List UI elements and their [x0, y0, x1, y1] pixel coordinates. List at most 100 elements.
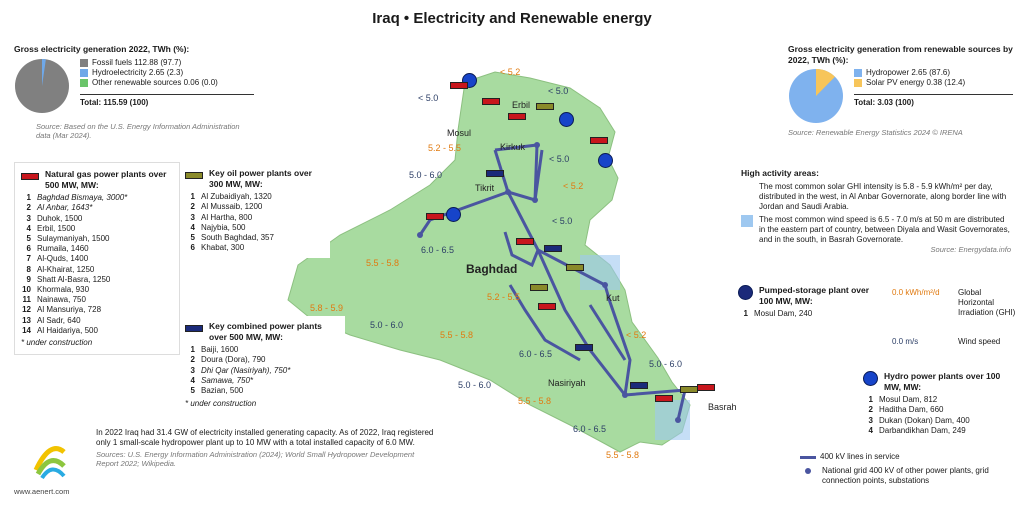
- legend-item: Hydropower 2.65 (87.6): [854, 68, 1013, 78]
- gross-generation-title: Gross electricity generation 2022, TWh (…: [14, 44, 190, 54]
- city-mosul: Mosul: [447, 128, 472, 138]
- info-source: Sources: U.S. Energy Information Adminis…: [96, 450, 415, 469]
- info-text: In 2022 Iraq had 31.4 GW of electricity …: [96, 428, 434, 447]
- combined-plant-icon: [486, 170, 504, 177]
- legend-item: Hydroelectricity 2.65 (2.3): [80, 68, 254, 78]
- legend-item: Other renewable sources 0.06 (0.0): [80, 78, 254, 88]
- combined-plants-title: Key combined power plants over 500 MW, M…: [209, 321, 322, 342]
- gross-generation-panel: Gross electricity generation 2022, TWh (…: [14, 44, 254, 141]
- wind-label: 6.0 - 6.5: [519, 349, 553, 359]
- gross-generation-pie: [15, 58, 69, 113]
- gas-plant-icon: [450, 82, 468, 89]
- ghi-label: 5.5 - 5.8: [518, 396, 552, 406]
- gas-plants-panel: Natural gas power plants over 500 MW, MW…: [14, 162, 180, 356]
- renewable-generation-panel: Gross electricity generation from renewa…: [788, 44, 1013, 138]
- city-nasiriyah: Nasiriyah: [548, 378, 586, 388]
- grid-legend-panel: 400 kV lines in service National grid 40…: [800, 452, 1005, 486]
- ghi-legend-value: 0.0 kWh/m²/d: [892, 288, 940, 297]
- city-erbil: Erbil: [512, 100, 531, 110]
- gas-plant-icon: [697, 384, 715, 391]
- combined-plants-panel: Key combined power plants over 500 MW, M…: [180, 316, 345, 415]
- gross-generation-total: Total: 115.59 (100): [80, 93, 254, 108]
- wind-label: < 5.0: [549, 154, 570, 164]
- oil-plant-icon: [530, 284, 548, 291]
- wind-label: 5.0 - 6.0: [649, 359, 683, 369]
- line-swatch: [800, 455, 816, 459]
- gas-plants-title: Natural gas power plants over 500 MW, MW…: [45, 169, 167, 190]
- city-basrah: Basrah: [708, 402, 737, 412]
- wind-label: < 5.0: [418, 93, 439, 103]
- legend-item: 400 kV lines in service: [800, 452, 1005, 462]
- combined-plant-icon: [544, 245, 562, 252]
- wind-label: < 5.0: [552, 216, 573, 226]
- oil-plant-icon: [185, 172, 203, 179]
- gross-generation-source: Source: Based on the U.S. Energy Informa…: [36, 121, 240, 140]
- wind-legend-value: 0.0 m/s: [892, 337, 919, 346]
- renewable-generation-source: Source: Renewable Energy Statistics 2024…: [788, 128, 963, 138]
- hydro-icon: [446, 207, 461, 222]
- gas-plant-icon: [516, 238, 534, 245]
- ghi-label: 5.5 - 5.8: [366, 258, 400, 268]
- pumped-storage-title: Pumped-storage plant over 100 MW, MW:: [759, 285, 870, 306]
- renewable-generation-pie: [789, 69, 843, 124]
- gas-plant-icon: [426, 213, 444, 220]
- wind-label: 6.0 - 6.5: [421, 245, 455, 255]
- gas-plant-icon: [538, 303, 556, 310]
- combined-plant-icon: [185, 325, 203, 332]
- hydro-icon: [559, 112, 574, 127]
- city-kirkuk: Kirkuk: [500, 142, 526, 152]
- oil-plant-icon: [536, 103, 554, 110]
- wind-zone-south: [655, 400, 690, 440]
- gas-plants-note: * under construction: [21, 338, 93, 348]
- ghi-label: < 5.2: [500, 67, 521, 77]
- wind-label: 5.0 - 6.0: [458, 380, 492, 390]
- city-baghdad: Baghdad: [466, 262, 518, 276]
- ghi-label: < 5.2: [563, 181, 584, 191]
- ghi-label: 5.2 - 5.5: [487, 292, 521, 302]
- pie-slice-hydro: [42, 58, 46, 86]
- wind-label: 5.0 - 6.0: [370, 320, 404, 330]
- ghi-label: 5.2 - 5.5: [428, 143, 462, 153]
- gas-plant-icon: [590, 137, 608, 144]
- combined-plant-icon: [630, 382, 648, 389]
- ghi-label: 5.8 - 5.9: [310, 303, 344, 313]
- legend-item: Fossil fuels 112.88 (97.7): [80, 58, 254, 68]
- pumped-storage-icon: [738, 285, 753, 300]
- pie-slice-solar: [816, 69, 835, 97]
- hydro-plants-title: Hydro power plants over 100 MW, MW:: [884, 371, 1001, 392]
- wind-label: 5.0 - 6.0: [409, 170, 443, 180]
- high-activity-panel: High activity areas: The most common sol…: [736, 163, 1016, 259]
- combined-plant-icon: [575, 344, 593, 351]
- oil-plant-icon: [680, 386, 698, 393]
- ghi-legend-label: Global Horizontal Irradiation (GHI): [958, 288, 1016, 317]
- gas-plant-icon: [482, 98, 500, 105]
- info-panel: In 2022 Iraq had 31.4 GW of electricity …: [96, 428, 436, 469]
